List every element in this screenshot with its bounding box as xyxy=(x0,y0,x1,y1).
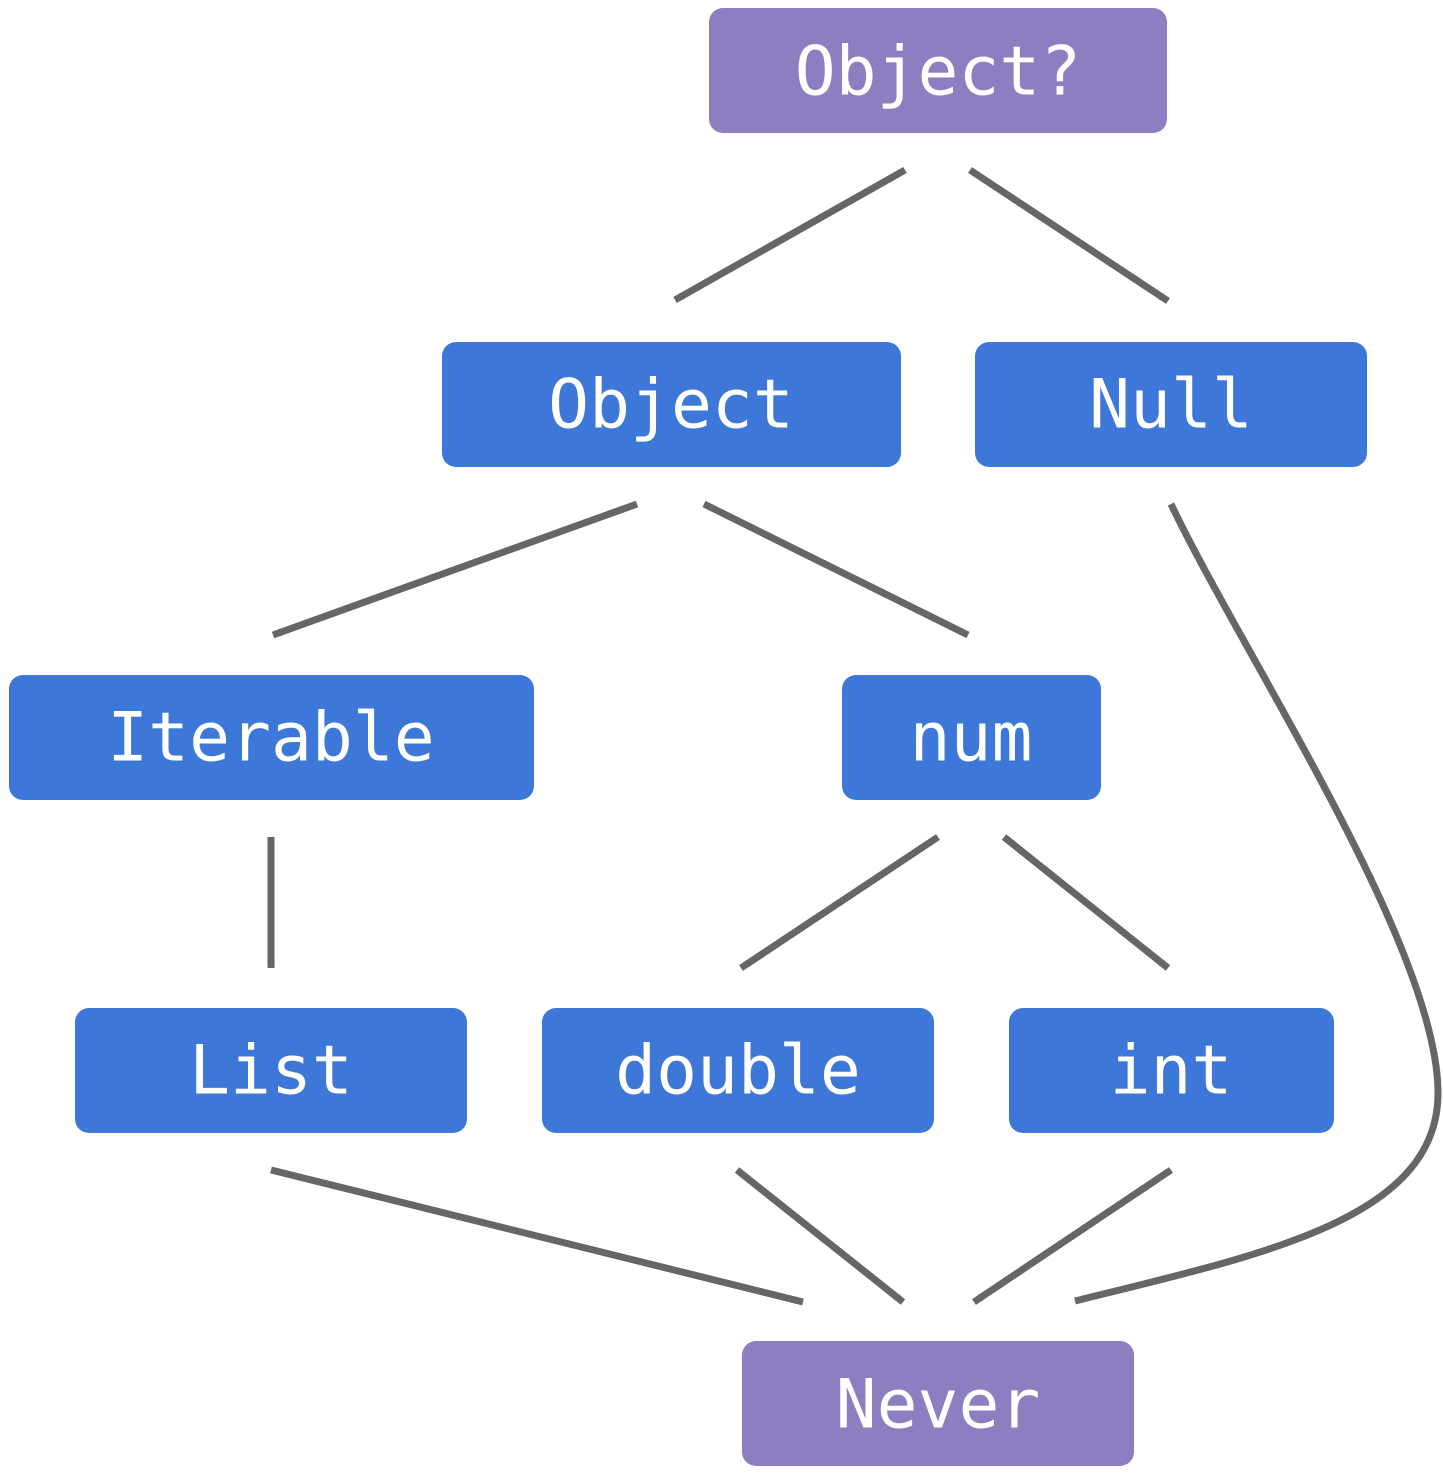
edge-object-nullable-to-object xyxy=(673,166,907,304)
node-double: double xyxy=(542,1008,934,1133)
edge-num-to-double xyxy=(739,834,940,971)
node-iterable: Iterable xyxy=(9,675,534,800)
node-label-null: Null xyxy=(1089,366,1253,445)
node-null: Null xyxy=(975,342,1367,467)
edges-layer xyxy=(267,166,1442,1306)
edge-null-to-never xyxy=(1074,502,1442,1305)
edge-int-to-never xyxy=(972,1167,1173,1305)
node-num: num xyxy=(842,675,1101,800)
node-never: Never xyxy=(742,1341,1134,1466)
edge-num-to-int xyxy=(1001,834,1171,971)
node-label-object-nullable: Object? xyxy=(795,33,1082,112)
node-object: Object xyxy=(442,342,901,467)
node-label-double: double xyxy=(615,1032,861,1111)
edge-object-to-num xyxy=(702,500,970,639)
node-label-never: Never xyxy=(836,1366,1041,1445)
node-label-iterable: Iterable xyxy=(107,699,435,778)
edge-list-to-never xyxy=(270,1166,804,1306)
node-object-nullable: Object? xyxy=(709,8,1167,133)
node-label-list: List xyxy=(189,1032,353,1111)
edge-object-nullable-to-null xyxy=(968,167,1170,304)
node-int: int xyxy=(1009,1008,1334,1133)
node-label-num: num xyxy=(910,699,1033,778)
nodes-layer: Object? Object Null Iterable num List do… xyxy=(9,8,1367,1466)
node-label-object: Object xyxy=(548,366,794,445)
edge-object-to-iterable xyxy=(271,500,639,639)
edge-double-to-never xyxy=(734,1167,906,1305)
node-label-int: int xyxy=(1110,1032,1233,1111)
node-list: List xyxy=(75,1008,467,1133)
